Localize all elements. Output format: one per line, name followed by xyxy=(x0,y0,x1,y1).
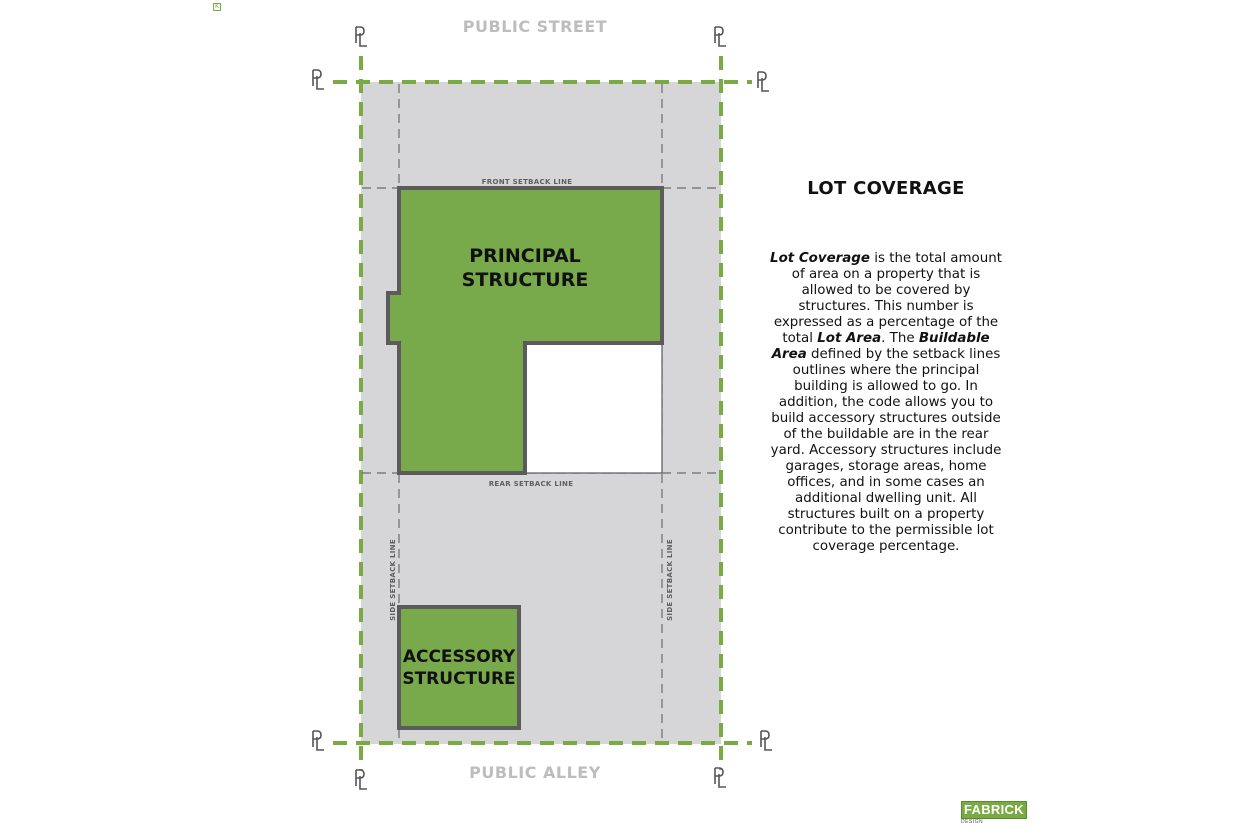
info-body-term: Lot Coverage xyxy=(770,251,870,266)
corner-mark-icon: K xyxy=(213,3,221,11)
right-side-setback-label: SIDE SETBACK LINE xyxy=(666,539,674,621)
info-body-text: . The xyxy=(881,331,919,346)
info-panel: LOT COVERAGE Lot Coverage is the total a… xyxy=(770,178,1002,555)
unbuilt-buildable-area xyxy=(524,342,663,474)
pl-symbol-top-right xyxy=(714,26,727,47)
logo-subtitle: DESIGN xyxy=(961,819,984,825)
accessory-structure xyxy=(397,605,521,730)
pl-symbol-bottom-right xyxy=(714,767,727,788)
public-alley-label: PUBLIC ALLEY xyxy=(469,763,601,782)
rear-setback-label: REAR SETBACK LINE xyxy=(489,480,574,488)
info-body-text: is the total amount of area on a propert… xyxy=(773,251,1002,346)
principal-structure-label: PRINCIPAL xyxy=(469,245,581,267)
pl-symbol-bottom-left xyxy=(355,769,368,790)
pl-symbol-right-top xyxy=(757,71,770,92)
front-setback-label: FRONT SETBACK LINE xyxy=(482,178,573,186)
info-body-text: defined by the setback lines outlines wh… xyxy=(770,347,1002,554)
info-body-term: Buildable Area xyxy=(771,331,990,362)
pl-symbol-right-bottom xyxy=(760,730,773,751)
public-street-label: PUBLIC STREET xyxy=(463,17,607,36)
pl-symbol-left-bottom xyxy=(312,730,325,751)
left-side-setback-label: SIDE SETBACK LINE xyxy=(389,539,397,621)
info-body: Lot Coverage is the total amount of area… xyxy=(770,251,1002,555)
pl-symbol-left-top xyxy=(312,69,325,90)
logo-name: FABRICK xyxy=(961,801,1027,819)
principal-structure-label-line2: STRUCTURE xyxy=(462,269,589,291)
accessory-structure-label-line2: STRUCTURE xyxy=(402,669,515,689)
info-body-term: Lot Area xyxy=(817,331,882,346)
pl-symbol-top-left xyxy=(355,26,368,47)
fabrick-logo: FABRICK DESIGN xyxy=(961,799,1035,825)
info-title: LOT COVERAGE xyxy=(807,178,965,199)
accessory-structure-label: ACCESSORY xyxy=(403,647,516,667)
principal-structure xyxy=(386,186,664,475)
